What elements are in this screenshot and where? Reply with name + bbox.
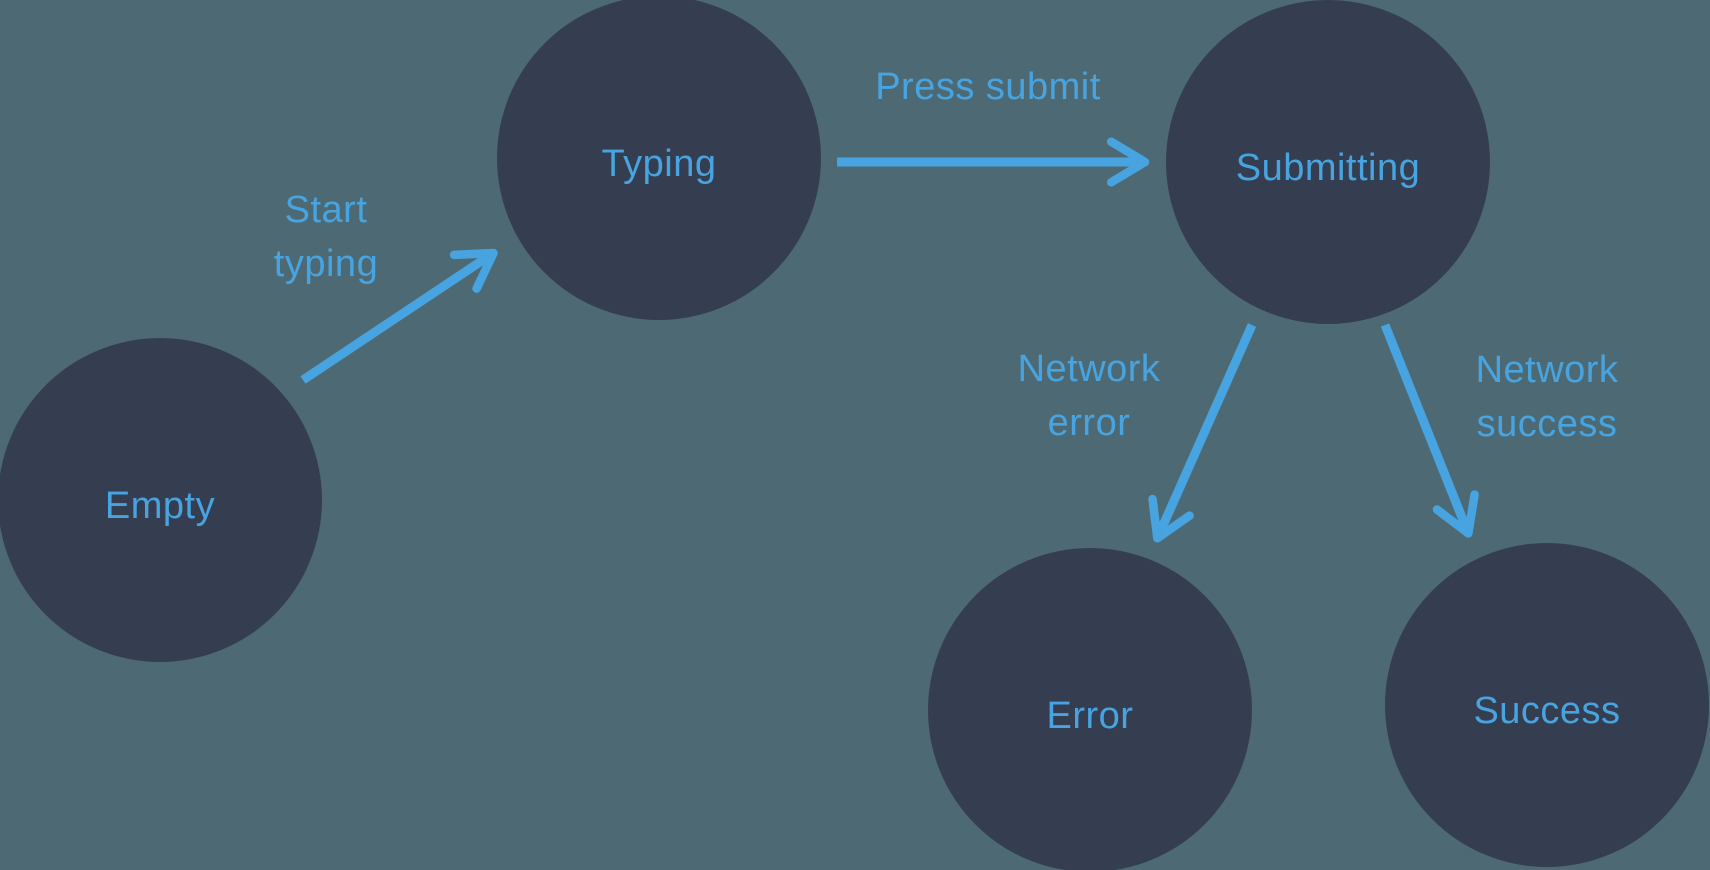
state-node-empty: Empty — [0, 338, 322, 662]
transition-label-network-success: Network success — [1476, 343, 1619, 451]
state-node-error: Error — [928, 548, 1252, 870]
transition-label-line: typing — [273, 243, 379, 285]
transition-label-line: Press submit — [875, 66, 1101, 108]
transition-label-line: error — [1047, 402, 1131, 444]
state-node-success: Success — [1385, 543, 1709, 867]
arrow-network-success — [1380, 323, 1479, 538]
state-label-error: Error — [1046, 694, 1134, 737]
transition-label-line: Start — [284, 189, 368, 231]
transition-label-line: success — [1476, 403, 1618, 445]
state-label-submitting: Submitting — [1235, 146, 1421, 189]
transition-label-network-error: Network error — [1018, 342, 1161, 450]
transition-label-line: Network — [1017, 348, 1161, 390]
state-node-submitting: Submitting — [1166, 0, 1490, 324]
state-node-typing: Typing — [497, 0, 821, 320]
transition-label-line: Network — [1475, 349, 1619, 391]
state-label-typing: Typing — [601, 142, 717, 185]
arrow-network-error — [1148, 323, 1257, 543]
transition-label-press-submit: Press submit — [875, 60, 1101, 114]
state-label-success: Success — [1473, 689, 1621, 732]
transition-label-start-typing: Start typing — [274, 183, 378, 291]
state-label-empty: Empty — [104, 484, 216, 527]
